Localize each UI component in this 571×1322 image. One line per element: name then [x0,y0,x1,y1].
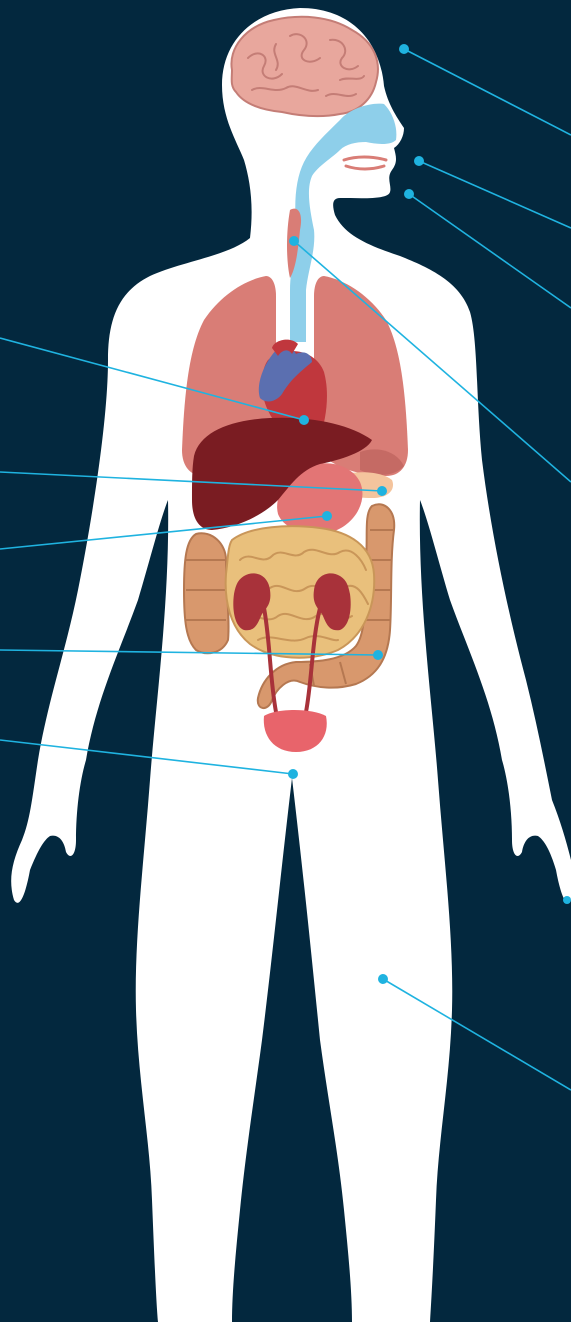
callout-dot-leg [378,974,388,984]
callout-dot-esophagus [289,236,299,246]
callout-dot-heart [299,415,309,425]
callout-dot-hand [563,896,571,904]
callout-dot-nose [414,156,424,166]
callout-dot-large-intestine [373,650,383,660]
callout-dot-groin [288,769,298,779]
callout-dot-brain [399,44,409,54]
callout-dot-pancreas [377,486,387,496]
brain [231,17,377,116]
callout-dot-mouth [404,189,414,199]
callout-dot-stomach [322,511,332,521]
